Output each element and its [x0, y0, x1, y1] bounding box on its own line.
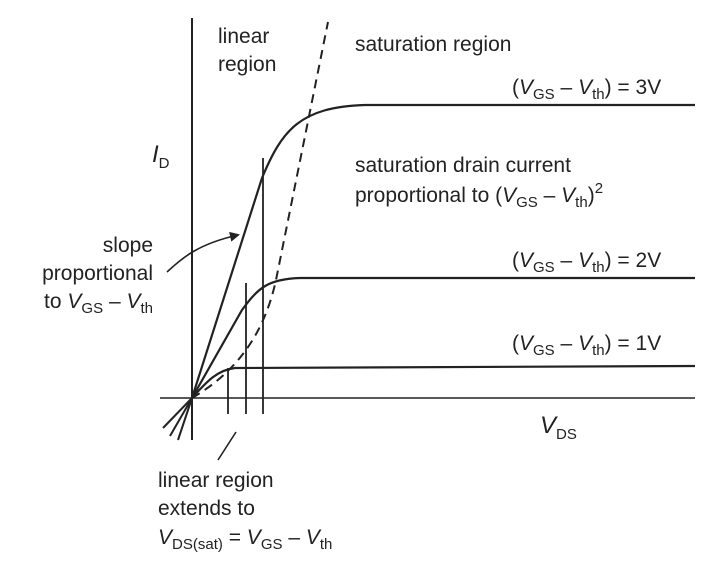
linear-extent-pointer — [217, 431, 237, 461]
curve-extension-3v — [177, 397, 193, 441]
saturation-current-note-line1: saturation drain current — [355, 154, 571, 177]
curve-extension-1v — [162, 397, 193, 429]
saturation-boundary-dashed — [191, 21, 329, 399]
linear-extent-note-line1: linear region — [158, 469, 274, 492]
curve-3v — [190, 103, 695, 399]
linear-region-label-line2: region — [218, 53, 276, 76]
linear-extent-note-line3: VDS(sat) = VGS – Vth — [158, 526, 332, 553]
curve-1v — [191, 364, 696, 399]
slope-arrow — [166, 231, 240, 273]
curve-extension-2v — [169, 397, 193, 437]
saturation-current-note-line2: proportional to (VGS – Vth)2 — [355, 180, 603, 211]
slope-note-line1: slope — [103, 234, 153, 257]
x-axis-label: VDS — [540, 412, 577, 443]
curve-label-1v: (VGS – Vth) = 1V — [512, 332, 661, 359]
curve-label-3v: (VGS – Vth) = 3V — [512, 76, 661, 103]
slope-note-line3: to VGS – Vth — [44, 290, 153, 317]
saturation-region-label: saturation region — [355, 33, 511, 56]
y-axis-label: ID — [152, 141, 170, 172]
curve-2v — [191, 276, 695, 399]
curve-label-2v: (VGS – Vth) = 2V — [512, 249, 661, 276]
linear-extent-note-line2: extends to — [158, 497, 255, 520]
linear-region-label-line1: linear — [218, 25, 269, 48]
slope-note-line2: proportional — [42, 262, 153, 285]
